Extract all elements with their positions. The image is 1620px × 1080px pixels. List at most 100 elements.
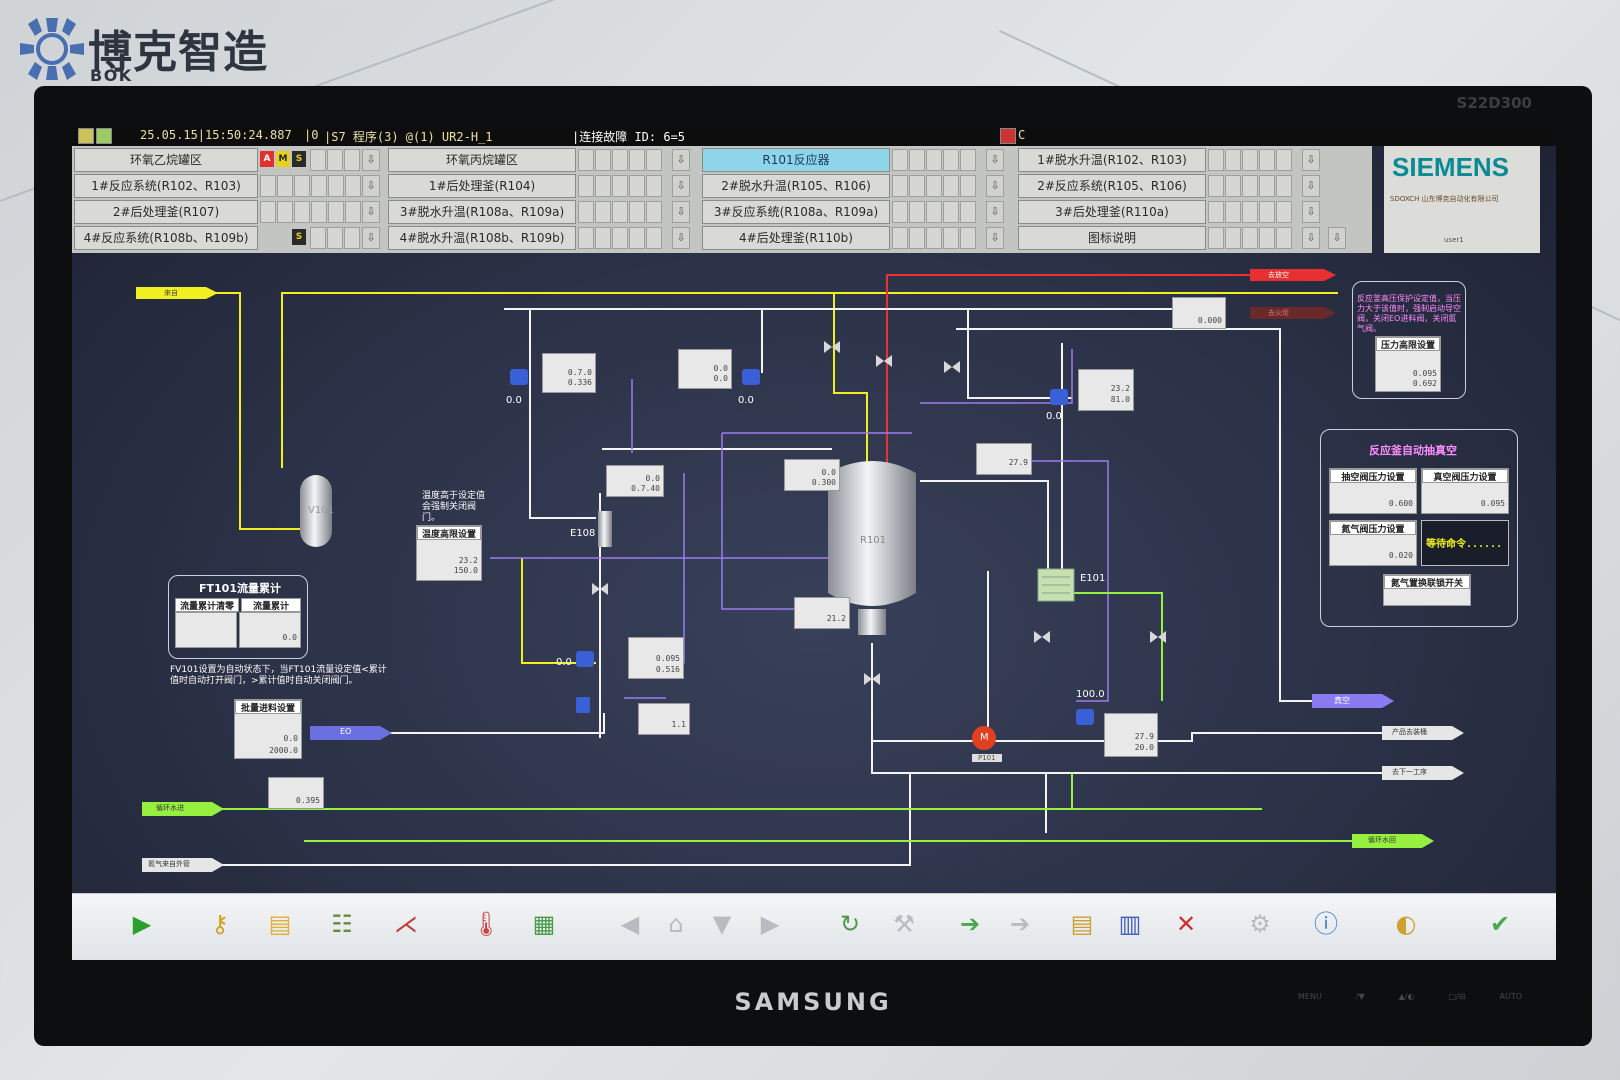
nav-po-tank[interactable]: 环氧丙烷罐区 [388,148,576,172]
nav-dehydrate-4[interactable]: 4#脱水升温(R108b、R109b) [388,226,576,250]
nitrogen-interlock-switch[interactable]: 氮气置换联锁开关 [1383,574,1471,606]
nitrogen-pressure-box[interactable]: 氮气阀压力设置 0.020 [1329,520,1417,566]
nav-arrow-icon[interactable]: ⇩ [986,201,1004,223]
refresh-icon[interactable]: ↻ [839,910,861,938]
nav-arrow-icon[interactable]: ⇩ [672,175,690,197]
nav-dehydrate-1[interactable]: 1#脱水升温(R102、R103) [1018,148,1206,172]
down-icon[interactable]: ▼ [712,910,732,938]
siemens-sub: SDOXCH 山东博克自动化有限公司 [1390,195,1499,203]
thermometer-icon[interactable]: 🌡 [470,910,502,938]
nav-reaction-4[interactable]: 4#反应系统(R108b、R109b) [74,226,258,250]
sound-icon[interactable]: ◐ [1395,910,1417,938]
nav-arrow-icon[interactable]: ⇩ [986,227,1004,249]
monitor-button-auto[interactable]: AUTO [1499,992,1522,1001]
settings-icon[interactable]: ⚙ [1249,910,1271,938]
outlet-label: 产品去装桶 [1392,728,1427,736]
data-box[interactable]: 21.2 [794,597,850,629]
monitor-button-menu[interactable]: MENU [1298,992,1322,1001]
pump-label: M [980,732,989,743]
key-icon[interactable]: ⚷ [211,910,229,938]
nav-arrow-icon[interactable]: ⇩ [362,149,380,171]
nav-post-2[interactable]: 2#后处理釜(R107) [74,200,258,224]
monitor-button-up[interactable]: ▲/◐ [1398,992,1415,1001]
nav-reaction-2[interactable]: 2#反应系统(R105、R106) [1018,174,1206,198]
valve-value: 0.0 [738,395,754,406]
chart-icon[interactable]: ▥ [1118,910,1142,938]
export-icon[interactable]: ➔ [959,910,981,938]
status-cells [1208,175,1292,197]
fault-icon[interactable] [1000,128,1016,144]
outlet-label: 去放空 [1268,271,1289,279]
status-icon[interactable] [78,128,94,144]
nav-arrow-icon[interactable]: ⇩ [1302,201,1320,223]
vacuum-pressure-box[interactable]: 真空阀压力设置 0.095 [1421,468,1509,514]
flow-clear-box[interactable] [175,612,237,648]
nav-r101-reactor[interactable]: R101反应器 [702,148,890,172]
nav-arrow-icon[interactable]: ⇩ [362,175,380,197]
nav-arrow-icon[interactable]: ⇩ [672,149,690,171]
report-icon[interactable]: ☷ [331,910,353,938]
forward-icon[interactable]: ▶ [760,910,780,938]
nav-arrow-icon[interactable]: ⇩ [1302,227,1320,249]
nav-arrow-icon[interactable]: ⇩ [1328,227,1346,249]
document-icon[interactable]: ▤ [1070,910,1094,938]
nav-reaction-3[interactable]: 3#反应系统(R108a、R109a) [702,200,890,224]
home-icon[interactable]: ⌂ [668,910,684,938]
info-icon[interactable]: ⓘ [1314,910,1338,938]
import-icon[interactable]: ➔ [1009,910,1031,938]
nav-eo-tank[interactable]: 环氧乙烷罐区 [74,148,258,172]
map-icon[interactable]: ▦ [532,910,556,938]
trend-icon[interactable]: ⋌ [394,910,418,938]
logo-chinese-text: 博克智造 [88,27,268,78]
pump-p101[interactable] [972,726,996,750]
monitor-button-source[interactable]: □/⊟ [1448,992,1466,1001]
evacuate-pressure-box[interactable]: 抽空阀压力设置 0.600 [1329,468,1417,514]
nav-post-1[interactable]: 1#后处理釜(R104) [388,174,576,198]
reactor-r101[interactable] [828,461,916,635]
flow-total-box[interactable]: 0.0 [239,612,301,648]
nav-post-3[interactable]: 3#后处理釜(R110a) [1018,200,1206,224]
back-icon[interactable]: ◀ [620,910,640,938]
nav-dehydrate-2[interactable]: 2#脱水升温(R105、R106) [702,174,890,198]
tool-icon[interactable]: ⚒ [893,910,915,938]
control-valve-icons[interactable] [510,369,1094,725]
tank-v101[interactable] [300,475,332,547]
data-box[interactable]: 0.000 [1172,297,1226,329]
nav-arrow-icon[interactable]: ⇩ [672,201,690,223]
data-box[interactable]: 1.1 [638,703,690,735]
alarm-icon[interactable] [96,128,112,144]
cancel-icon[interactable]: ✕ [1175,910,1197,938]
nav-reaction-1[interactable]: 1#反应系统(R102、R103) [74,174,258,198]
valve-icons[interactable] [592,341,1166,685]
exchanger-e101[interactable] [1037,568,1075,602]
data-box[interactable]: 27.9 [976,443,1032,475]
double-check-icon[interactable]: ✔ [1489,910,1511,938]
nav-post-4[interactable]: 4#后处理釜(R110b) [702,226,890,250]
flow-clear-button[interactable]: 流量累计清零 [175,598,239,612]
nav-legend[interactable]: 图标说明 [1018,226,1206,250]
nav-arrow-icon[interactable]: ⇩ [362,227,380,249]
data-box[interactable]: 0.395 [268,777,324,809]
badge-s: S [292,151,306,167]
folder-icon[interactable]: ▤ [268,910,292,938]
nav-arrow-icon[interactable]: ⇩ [362,201,380,223]
monitor-button-down[interactable]: /▼ [1355,992,1365,1001]
nav-dehydrate-3[interactable]: 3#脱水升温(R108a、R109a) [388,200,576,224]
nav-arrow-icon[interactable]: ⇩ [1302,149,1320,171]
nav-arrow-icon[interactable]: ⇩ [986,149,1004,171]
nav-arrow-icon[interactable]: ⇩ [1302,175,1320,197]
play-icon[interactable]: ▶ [132,910,152,938]
exchanger-e108[interactable] [598,511,612,547]
nav-arrow-icon[interactable]: ⇩ [672,227,690,249]
nav-arrow-icon[interactable]: ⇩ [986,175,1004,197]
